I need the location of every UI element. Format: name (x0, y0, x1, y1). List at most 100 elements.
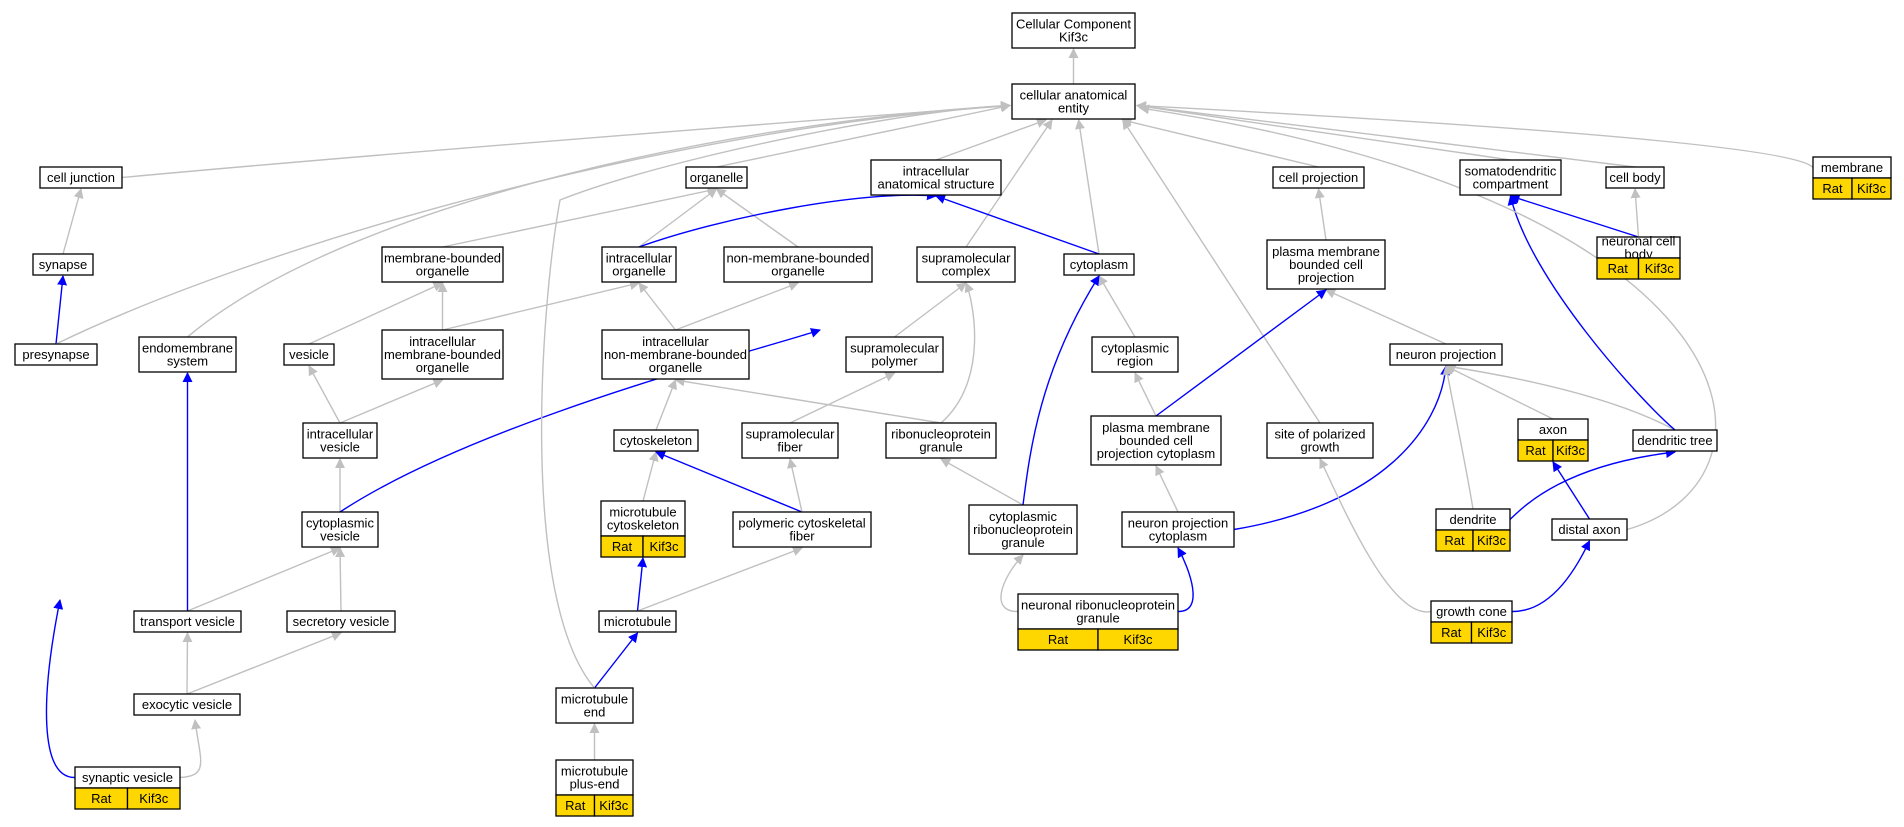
node-organelle[interactable]: organelle (685, 166, 748, 189)
edge-smf-to-smp (789, 372, 896, 424)
node-box (138, 336, 237, 373)
node-label: neuronal ribonucleoprotein (1021, 598, 1175, 613)
node-microtubule[interactable]: microtubule (598, 610, 677, 633)
node-cell-junction[interactable]: cell junction (39, 166, 123, 189)
node-box (1266, 422, 1374, 459)
edge-transport-vesicle-to-cv (187, 546, 341, 612)
edge-cytoplasm-to-cae (1075, 119, 1100, 255)
node-box (1632, 429, 1718, 452)
node-box (1011, 83, 1136, 120)
node-box (381, 246, 504, 283)
node-label: ribonucleoprotein (973, 522, 1073, 537)
gene-label: Kif3c (1124, 632, 1153, 647)
gene-label: Kif3c (139, 791, 168, 806)
node-label: granule (919, 440, 962, 455)
node-label: cell projection (1279, 170, 1359, 185)
edge-endo-to-cae (187, 101, 1011, 338)
node-exocytic-vesicle[interactable]: exocytic vesicle (133, 693, 241, 716)
species-label: Rat (1525, 443, 1546, 458)
node-label: distal axon (1558, 522, 1620, 537)
edge-vesicle-to-mbo (308, 282, 444, 345)
node-inmbo[interactable]: intracellularnon-membrane-boundedorganel… (601, 329, 750, 380)
edge-distal-axon-to-axon (1552, 461, 1591, 520)
edge-ncb-to-cell-body (1630, 188, 1641, 238)
node-cytoplasm[interactable]: cytoplasm (1063, 253, 1135, 276)
edge-spg-to-cae (1122, 119, 1321, 424)
edge-synaptic-vesicle-to-exocytic-vesicle (179, 719, 202, 779)
node-label: granule (1076, 611, 1119, 626)
edge-ias-to-cae (935, 118, 1047, 161)
edge-synapse-to-cell-junction (62, 188, 84, 255)
node-cytoskeleton[interactable]: cytoskeleton (613, 429, 699, 452)
node-vesicle[interactable]: vesicle (283, 343, 335, 366)
node-box (685, 166, 748, 189)
node-cell-projection[interactable]: cell projection (1272, 166, 1365, 189)
edge-axon-to-neuron-proj (1445, 365, 1554, 420)
species-label: Rat (565, 798, 586, 813)
node-synapse[interactable]: synapse (32, 253, 94, 276)
node-cell-body[interactable]: cell body (1605, 166, 1665, 189)
node-box (916, 246, 1016, 283)
node-secretory-vesicle[interactable]: secretory vesicle (286, 610, 396, 633)
node-label: region (1117, 354, 1153, 369)
node-box (1389, 343, 1503, 366)
node-label: secretory vesicle (293, 614, 390, 629)
node-label: cytoplasmic (306, 516, 374, 531)
node-label: cellular anatomical (1020, 88, 1128, 103)
node-dendritic-tree[interactable]: dendritic tree (1632, 429, 1718, 452)
node-label: polymer (871, 354, 918, 369)
node-box (601, 329, 750, 380)
node-presynapse[interactable]: presynapse (14, 343, 98, 366)
gene-cell (642, 535, 686, 558)
node-neuron-proj[interactable]: neuron projection (1389, 343, 1503, 366)
edge-rnp-to-inmbo (674, 376, 942, 424)
node-distal-axon[interactable]: distal axon (1551, 518, 1628, 541)
gene-cell (1472, 529, 1511, 552)
edge-exocytic-vesicle-to-transport-vesicle (182, 632, 193, 695)
node-label: synaptic vesicle (82, 770, 173, 785)
node-label: membrane (1821, 160, 1883, 175)
node-transport-vesicle[interactable]: transport vesicle (133, 610, 242, 633)
edge-cell-projection-to-cae (1121, 117, 1319, 168)
node-label: system (167, 354, 208, 369)
node-box (1091, 336, 1179, 373)
edge-pmbcpc-to-pmbcp (1155, 289, 1327, 417)
node-label: complex (942, 264, 991, 279)
node-label: microtubule (561, 764, 628, 779)
node-label: axon (1539, 422, 1567, 437)
edge-nmbo-to-organelle (715, 188, 799, 248)
node-box (133, 610, 242, 633)
